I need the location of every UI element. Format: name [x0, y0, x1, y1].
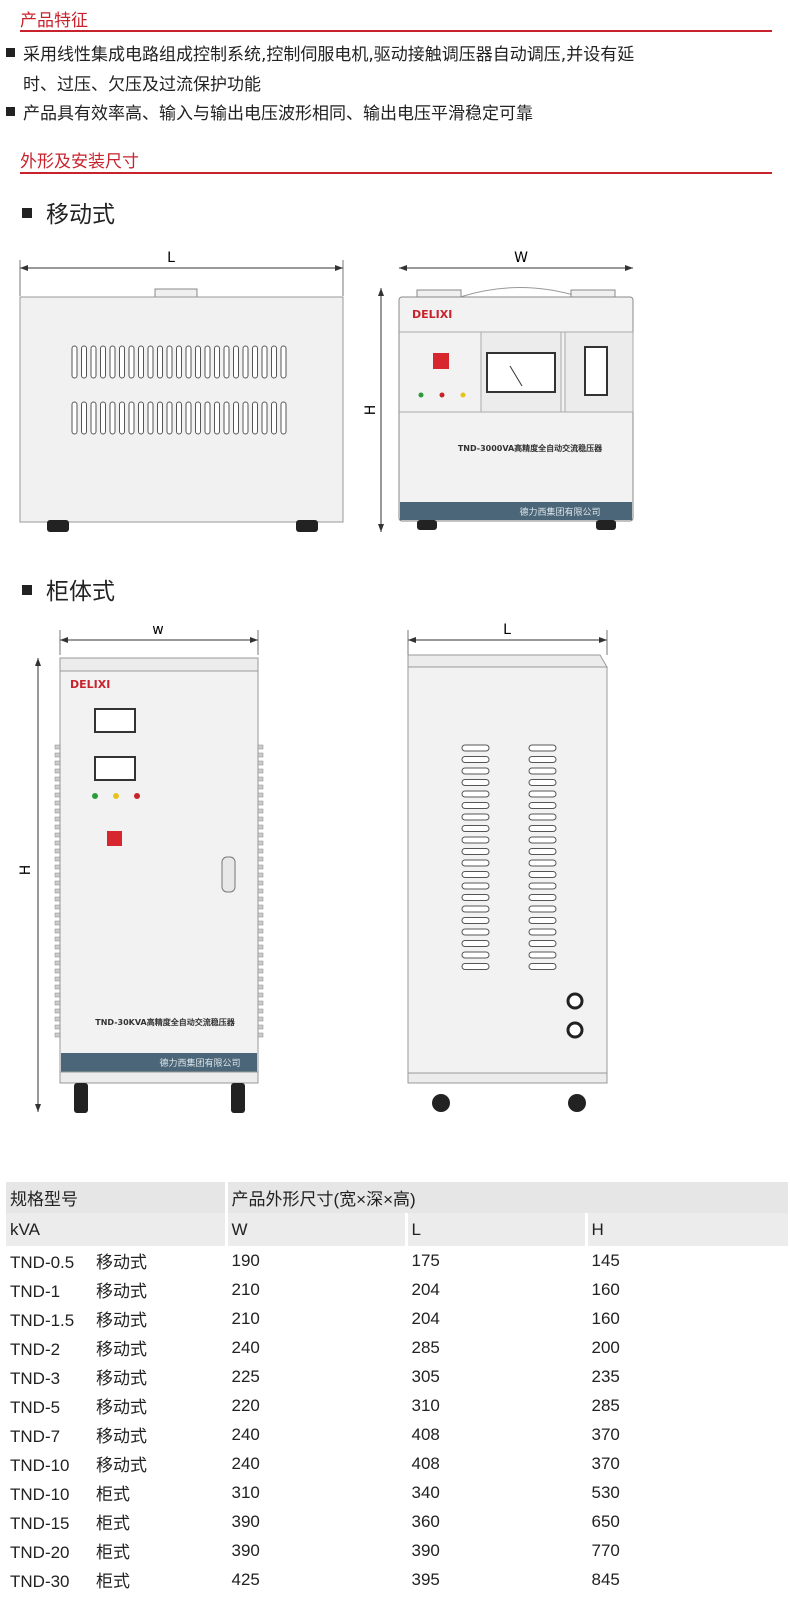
cab-dim-h-label: H: [18, 865, 34, 876]
cabinet-drawing: w H DELIXI TND-30KVA高精度全自动交流稳压器 德力西集团有限公…: [18, 622, 608, 1113]
cab-footer-text: 德力西集团有限公司: [159, 1057, 240, 1069]
cab-dim-l-label: L: [503, 622, 511, 638]
panel-footer-text: 德力西集团有限公司: [519, 506, 600, 518]
cab-brand-logo: DELIXI: [70, 678, 110, 691]
dimensions-title: 外形及安装尺寸: [20, 152, 139, 172]
h-cell: 845: [591, 1569, 620, 1589]
header-h: H: [586, 1213, 788, 1246]
h-cell: 650: [591, 1511, 620, 1531]
w-cell: 425: [226, 1565, 408, 1594]
portable-subtitle: 移动式: [22, 195, 115, 229]
w-cell: 210: [226, 1304, 408, 1333]
l-cell: 390: [406, 1536, 588, 1565]
cabinet-side-view: L: [407, 622, 608, 1112]
w-cell: 390: [226, 1507, 408, 1536]
l-cell: 360: [406, 1507, 588, 1536]
table-subheader-row: kVA W L H: [6, 1213, 788, 1246]
l-cell: 285: [406, 1333, 588, 1362]
w-cell: 220: [226, 1391, 408, 1420]
h-cell: 770: [591, 1540, 620, 1560]
feature-bullet-2: 产品具有效率高、输入与输出电压波形相同、输出电压平滑稳定可靠: [6, 99, 776, 129]
l-cell: 204: [406, 1304, 588, 1333]
features-title: 产品特征: [20, 11, 88, 31]
header-spec-model: 规格型号: [6, 1182, 228, 1213]
cabinet-front-view: w H DELIXI TND-30KVA高精度全自动交流稳压器 德力西集团有限公…: [18, 622, 264, 1113]
l-cell: 175: [406, 1246, 588, 1275]
portable-drawing: L W H DELIXI TND-3000VA高精度全自动交流稳压器 德: [19, 250, 634, 532]
bullet-square-icon: [22, 207, 32, 218]
w-cell: 210: [226, 1275, 408, 1304]
w-cell: 225: [226, 1362, 408, 1391]
bullet-square-icon: [6, 47, 15, 57]
h-cell: 145: [591, 1250, 620, 1270]
w-cell: 310: [226, 1478, 408, 1507]
bullet-square-icon: [22, 584, 32, 595]
brand-logo: DELIXI: [412, 308, 452, 321]
header-dimensions: 产品外形尺寸(宽×深×高): [226, 1182, 788, 1213]
h-cell: 285: [591, 1395, 620, 1415]
table-header-row: 规格型号 产品外形尺寸(宽×深×高): [6, 1182, 788, 1213]
l-cell: 340: [406, 1478, 588, 1507]
bullet-square-icon: [6, 106, 15, 116]
h-cell: 160: [591, 1308, 620, 1328]
header-l: L: [406, 1213, 588, 1246]
header-w: W: [226, 1213, 408, 1246]
dim-w-label: W: [514, 250, 528, 266]
cab-dim-w-label: w: [152, 622, 163, 638]
l-cell: 408: [406, 1449, 588, 1478]
w-cell: 240: [226, 1449, 408, 1478]
cabinet-subtitle: 柜体式: [22, 572, 115, 606]
portable-front-view: W H DELIXI TND-3000VA高精度全自动交流稳压器 德力西集团有限…: [363, 250, 634, 532]
features-divider: [20, 30, 772, 32]
h-cell: 530: [591, 1482, 620, 1502]
w-cell: 190: [226, 1246, 408, 1275]
h-cell: 370: [591, 1453, 620, 1473]
feature-bullet-1: 采用线性集成电路组成控制系统,控制伺服电机,驱动接触调压器自动调压,并设有延 时…: [6, 40, 776, 100]
h-cell: 235: [591, 1366, 620, 1386]
h-cell: 160: [591, 1279, 620, 1299]
l-cell: 204: [406, 1275, 588, 1304]
dim-l-label: L: [167, 250, 175, 266]
header-kva: kVA: [6, 1213, 228, 1246]
dimensions-divider: [20, 172, 772, 174]
w-cell: 390: [226, 1536, 408, 1565]
portable-side-view: L: [19, 250, 344, 532]
panel-model-text: TND-3000VA高精度全自动交流稳压器: [458, 443, 603, 453]
h-cell: 200: [591, 1337, 620, 1357]
l-cell: 310: [406, 1391, 588, 1420]
dim-h-label: H: [363, 405, 379, 416]
l-cell: 305: [406, 1362, 588, 1391]
h-cell: 370: [591, 1424, 620, 1444]
l-cell: 408: [406, 1420, 588, 1449]
w-cell: 240: [226, 1420, 408, 1449]
w-cell: 240: [226, 1333, 408, 1362]
cab-panel-model-text: TND-30KVA高精度全自动交流稳压器: [95, 1017, 235, 1027]
l-cell: 395: [406, 1565, 588, 1594]
